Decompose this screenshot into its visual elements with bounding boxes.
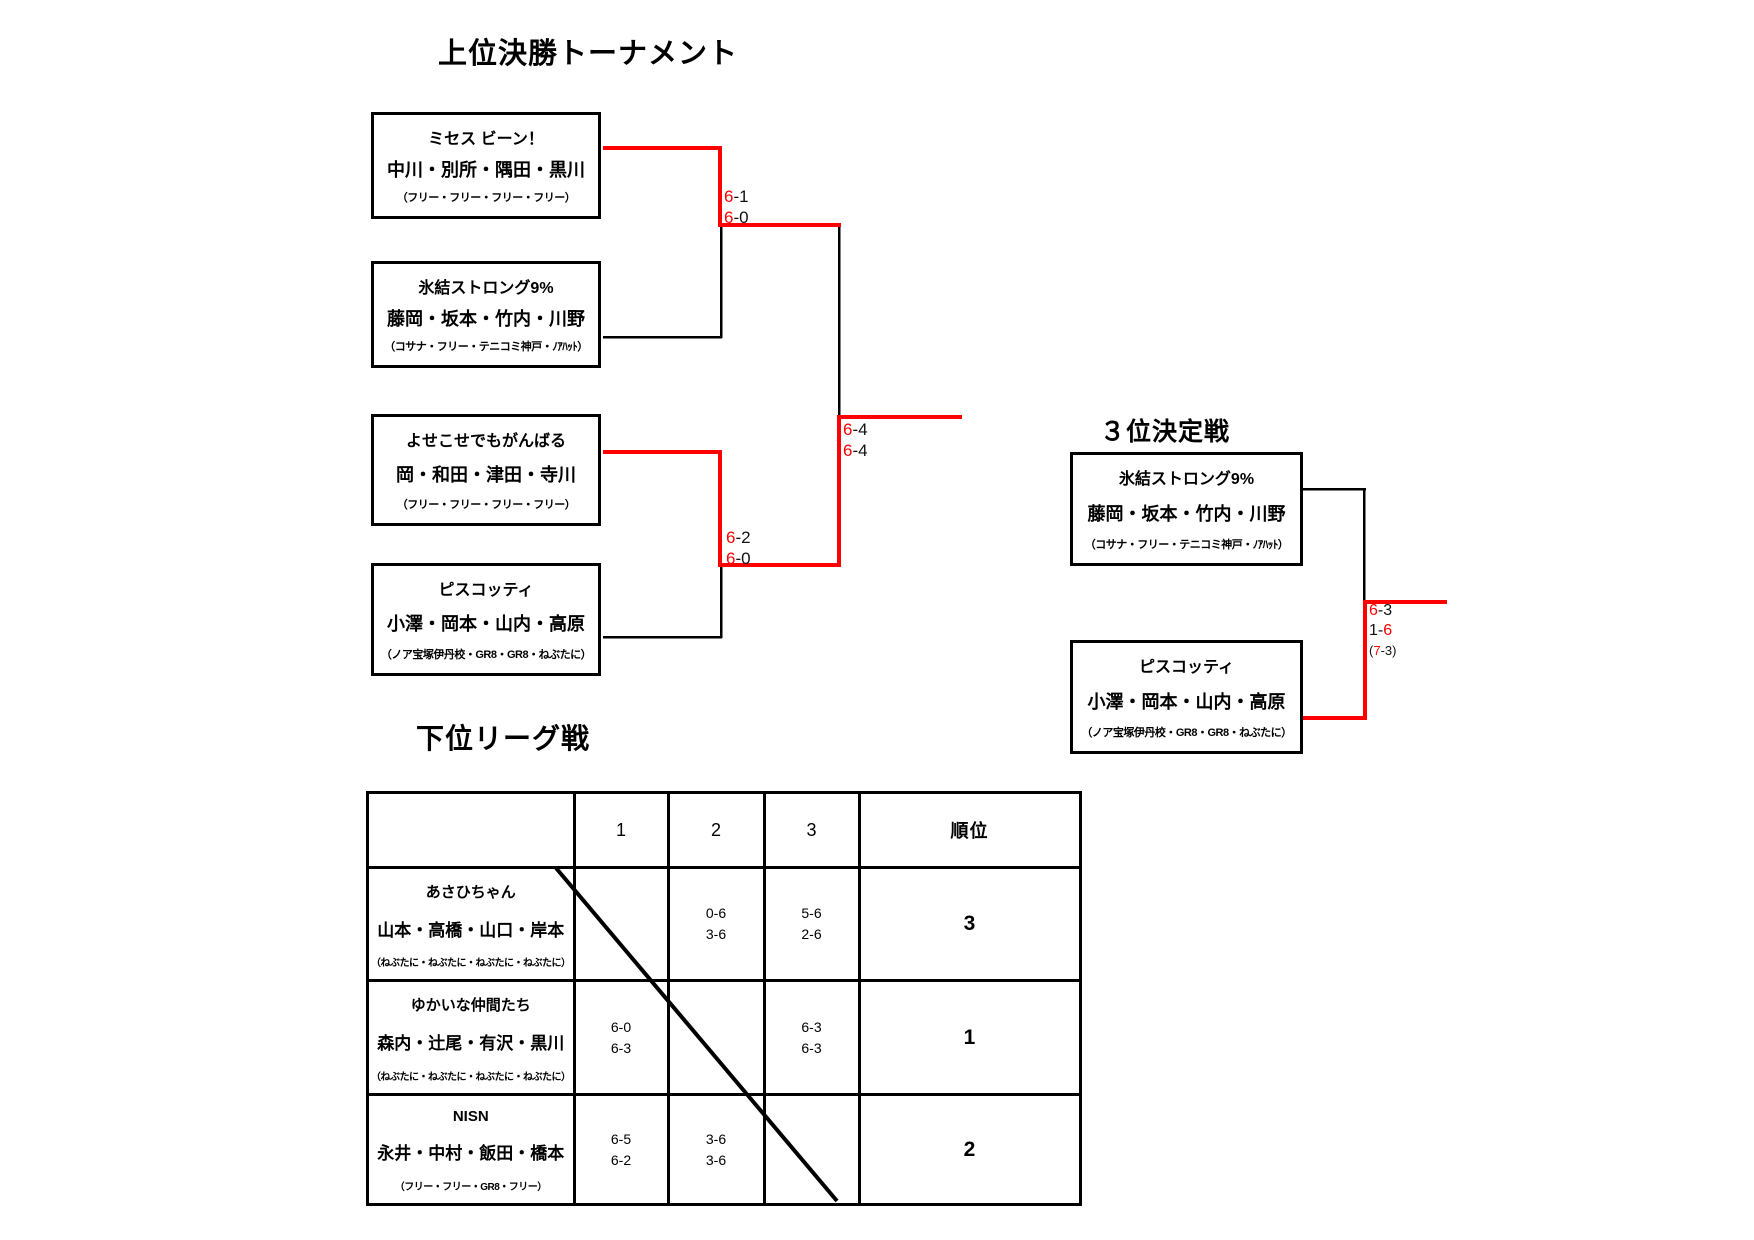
set-score: 0-6 xyxy=(705,905,727,921)
team-name: ミセス ビーン！ xyxy=(428,131,544,148)
team-name: よせこせでもがんばる xyxy=(405,433,566,450)
set-score: 3-6 xyxy=(705,1130,727,1147)
team-box-yosekose: よせこせでもがんばる 岡・和田・津田・寺川 （フリー・フリー・フリー・フリー） xyxy=(371,414,601,526)
team-affiliation: （コサナ・フリー・テニコミ神戸・ﾉｱﾊｯﾄ） xyxy=(1084,539,1289,551)
league-team-cell: ゆかいな仲間たち 森内・辻尾・有沢・黒川 （ねぶたに・ねぶたに・ねぶたに・ねぶた… xyxy=(366,979,576,1096)
league-result-r3c3-self xyxy=(762,1093,861,1206)
league-rank-r3: 2 xyxy=(857,1093,1082,1206)
lower-league-title: 下位リーグ戦 xyxy=(416,723,591,754)
league-header-blank xyxy=(366,791,576,869)
set-score: 6-3 xyxy=(801,1018,822,1035)
team-box-mrs-bean: ミセス ビーン！ 中川・別所・隅田・黒川 （フリー・フリー・フリー・フリー） xyxy=(371,112,601,219)
league-rank-r2: 1 xyxy=(857,979,1082,1096)
league-result-r2c1: 6-0 6-3 xyxy=(572,979,670,1096)
team-affiliation: （ねぶたに・ねぶたに・ねぶたに・ねぶたに） xyxy=(371,958,571,969)
set-score: 6-0 xyxy=(610,1018,632,1035)
team-box-third-hyoketsu: 氷結ストロング9% 藤岡・坂本・竹内・川野 （コサナ・フリー・テニコミ神戸・ﾉｱ… xyxy=(1070,452,1303,566)
league-header-3: 3 xyxy=(762,791,861,869)
team-name: ピスコッティ xyxy=(438,582,534,599)
team-box-piscotti: ピスコッティ 小澤・岡本・山内・高原 （ノア宝塚伊丹校・GR8・GR8・ねぶたに… xyxy=(371,563,601,676)
team-players: 中川・別所・隅田・黒川 xyxy=(387,160,585,180)
league-row-yukai: ゆかいな仲間たち 森内・辻尾・有沢・黒川 （ねぶたに・ねぶたに・ねぶたに・ねぶた… xyxy=(366,979,1082,1096)
league-row-nisn: NISN 永井・中村・飯田・橋本 （フリー・フリー・GR8・フリー） 6-5 6… xyxy=(366,1093,1082,1206)
third-place-title: ３位決定戦 xyxy=(1100,418,1231,446)
team-players: 小澤・岡本・山内・高原 xyxy=(387,614,585,634)
set-score: 6-2 xyxy=(610,1151,632,1168)
set-score: 2-6 xyxy=(801,926,822,942)
league-result-r2c2-self xyxy=(666,979,766,1096)
team-players: 岡・和田・津田・寺川 xyxy=(396,464,576,485)
league-row-asahi: あさひちゃん 山本・高橋・山口・岸本 （ねぶたに・ねぶたに・ねぶたに・ねぶたに）… xyxy=(366,866,1082,982)
league-result-r3c1: 6-5 6-2 xyxy=(572,1093,670,1206)
team-name: NISN xyxy=(452,1108,489,1125)
team-players: 藤岡・坂本・竹内・川野 xyxy=(387,309,585,329)
team-affiliation: （フリー・フリー・フリー・フリー） xyxy=(396,192,576,204)
team-affiliation: （ノア宝塚伊丹校・GR8・GR8・ねぶたに） xyxy=(380,649,592,661)
upper-tournament-title: 上位決勝トーナメント xyxy=(438,38,739,70)
team-affiliation: （ノア宝塚伊丹校・GR8・GR8・ねぶたに） xyxy=(1081,727,1292,739)
set-score: 3-6 xyxy=(705,926,727,942)
team-name: ゆかいな仲間たち xyxy=(410,997,531,1014)
league-header-1: 1 xyxy=(572,791,670,869)
team-players: 小澤・岡本・山内・高原 xyxy=(1087,691,1286,712)
league-result-r1c3: 5-6 2-6 xyxy=(762,866,861,982)
team-affiliation: （コサナ・フリー・テニコミ神戸・ﾉｱﾊｯﾄ） xyxy=(384,341,588,353)
league-header-rank: 順位 xyxy=(857,791,1082,869)
team-name: あさひちゃん xyxy=(425,884,516,901)
league-header-row: 1 2 3 順位 xyxy=(366,791,1082,869)
team-name: 氷結ストロング9% xyxy=(1118,471,1255,488)
league-header-2: 2 xyxy=(666,791,766,869)
set-score: 6-3 xyxy=(610,1039,632,1056)
league-rank-r1: 3 xyxy=(857,866,1082,982)
set-score: 3-6 xyxy=(705,1151,727,1168)
team-box-hyoketsu-strong: 氷結ストロング9% 藤岡・坂本・竹内・川野 （コサナ・フリー・テニコミ神戸・ﾉｱ… xyxy=(371,261,601,368)
league-table: 1 2 3 順位 あさひちゃん 山本・高橋・山口・岸本 （ねぶたに・ねぶたに・ね… xyxy=(366,791,1082,1206)
team-players: 永井・中村・飯田・橋本 xyxy=(377,1144,565,1163)
team-box-third-piscotti: ピスコッティ 小澤・岡本・山内・高原 （ノア宝塚伊丹校・GR8・GR8・ねぶたに… xyxy=(1070,640,1303,754)
league-team-cell: あさひちゃん 山本・高橋・山口・岸本 （ねぶたに・ねぶたに・ねぶたに・ねぶたに） xyxy=(366,866,576,982)
team-players: 森内・辻尾・有沢・黒川 xyxy=(377,1034,565,1053)
team-name: ピスコッティ xyxy=(1138,659,1235,676)
team-affiliation: （ねぶたに・ねぶたに・ねぶたに・ねぶたに） xyxy=(371,1072,571,1083)
league-result-r2c3: 6-3 6-3 xyxy=(762,979,861,1096)
league-team-cell: NISN 永井・中村・飯田・橋本 （フリー・フリー・GR8・フリー） xyxy=(366,1093,576,1206)
team-name: 氷結ストロング9% xyxy=(418,280,554,297)
league-result-r1c2: 0-6 3-6 xyxy=(666,866,766,982)
set-score: 6-3 xyxy=(801,1039,822,1056)
league-result-r1c1-self xyxy=(572,866,670,982)
team-affiliation: （フリー・フリー・フリー・フリー） xyxy=(396,499,576,511)
league-result-r3c2: 3-6 3-6 xyxy=(666,1093,766,1206)
set-score: 6-5 xyxy=(610,1130,632,1147)
team-affiliation: （フリー・フリー・GR8・フリー） xyxy=(394,1182,548,1193)
set-score: 5-6 xyxy=(801,905,822,921)
team-players: 藤岡・坂本・竹内・川野 xyxy=(1087,503,1286,524)
team-players: 山本・高橋・山口・岸本 xyxy=(377,920,565,940)
